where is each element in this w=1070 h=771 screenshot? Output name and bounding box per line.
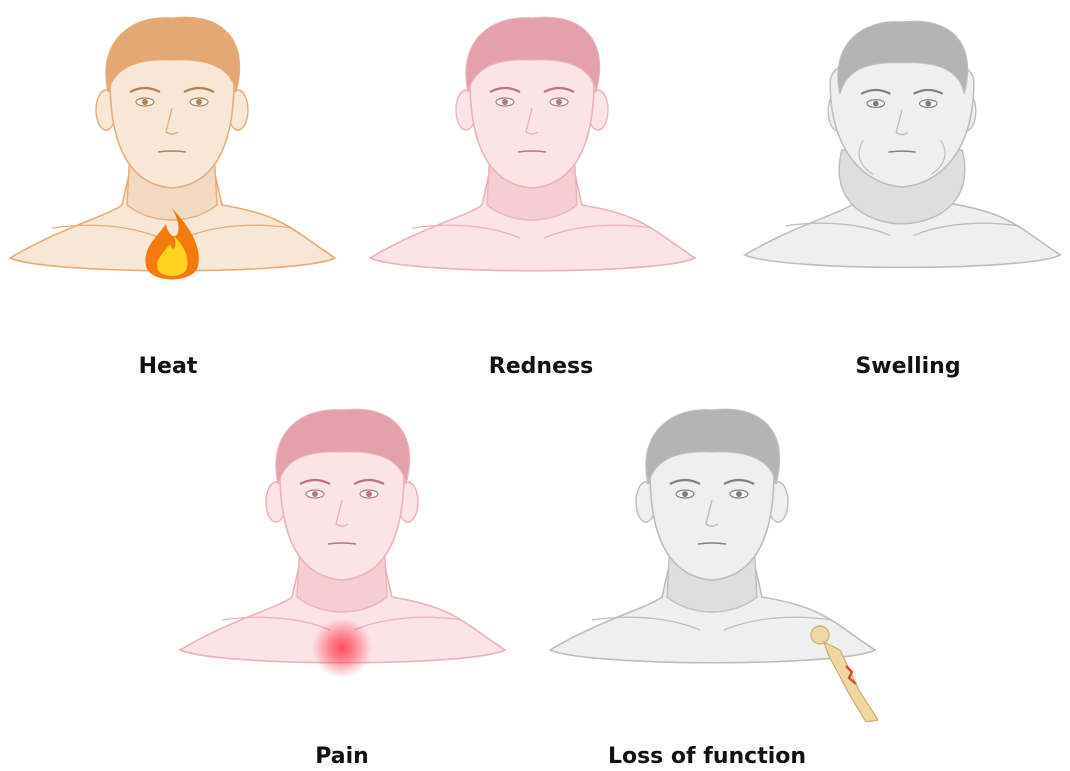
panel-heat	[0, 0, 345, 310]
panel-swelling	[735, 0, 1070, 310]
pupil-left	[502, 99, 508, 105]
figure-swelling	[735, 0, 1070, 310]
pupil-right	[556, 99, 562, 105]
panel-loss-of-function	[540, 392, 885, 722]
label-redness: Redness	[489, 354, 593, 379]
figure-redness	[360, 0, 705, 310]
label-loss-of-function: Loss of function	[608, 744, 806, 769]
pupil-right	[925, 101, 931, 107]
pupil-left	[312, 491, 318, 497]
pain-glow-icon	[312, 618, 372, 678]
figure-loss-of-function	[540, 392, 885, 722]
pupil-left	[682, 491, 688, 497]
panel-pain	[170, 392, 515, 702]
figure-heat	[0, 0, 345, 310]
pupil-right	[736, 491, 742, 497]
bone-head	[811, 626, 829, 644]
pupil-left	[142, 99, 148, 105]
figure-pain	[170, 392, 515, 702]
pupil-right	[366, 491, 372, 497]
pupil-right	[196, 99, 202, 105]
panel-redness	[360, 0, 705, 310]
label-heat: Heat	[139, 354, 198, 379]
label-pain: Pain	[315, 744, 369, 769]
pupil-left	[873, 101, 879, 107]
label-swelling: Swelling	[855, 354, 960, 379]
